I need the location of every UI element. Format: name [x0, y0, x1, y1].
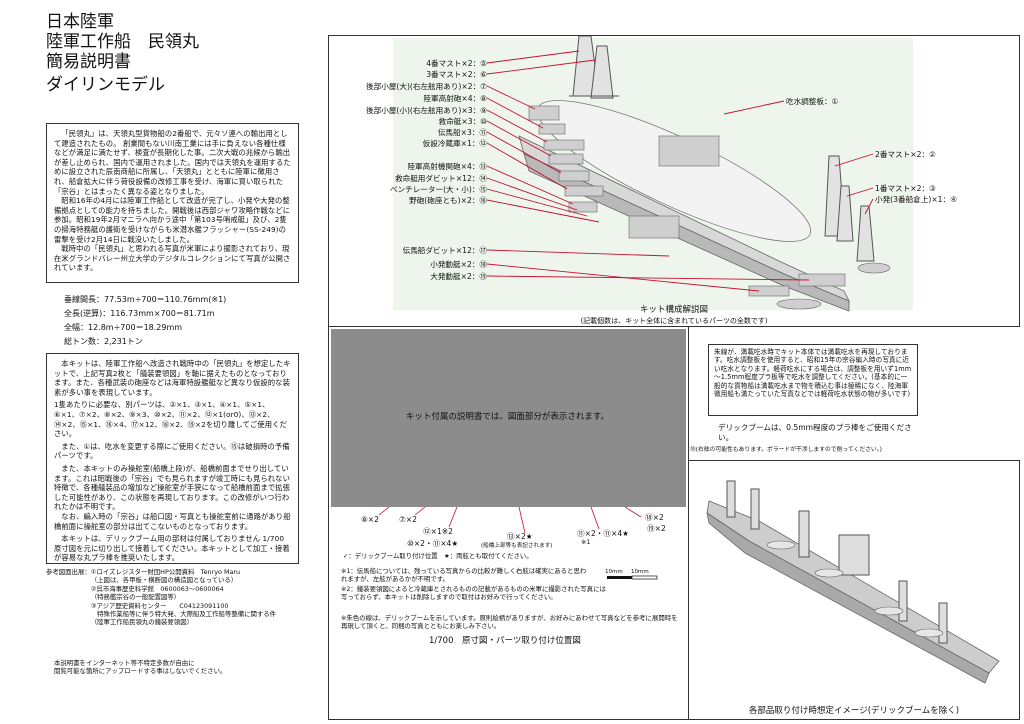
callout-label-left-5: 後部小屋(小)(右左舷用あり)×3：⑨	[366, 106, 487, 115]
placement-label-5: ⑬×2★	[507, 532, 533, 541]
title-line-4: ダイリンモデル	[46, 75, 165, 95]
placement-legend: ✓：デリックブーム取り付け位置 ★：両舷とも取付てください。	[343, 552, 533, 560]
disclaimer-line-1: 本説明書をインターネット等不特定多数が自由に	[54, 659, 195, 667]
callout-label-left-15: 大発動艇×2：⑲	[430, 272, 487, 281]
placement-label-9: ⑲×2	[647, 524, 666, 533]
callout-label-right-3: 1番マスト×2：③	[875, 184, 936, 193]
callout-label-left-12: 野砲(砲座とも)×2：⑯	[409, 196, 487, 205]
draft-note-box: 朱線が、満載吃水時でキット本体では満載吃水を再現しております。吃水調整板を使用す…	[708, 344, 918, 416]
history-paragraph-1: 「民領丸」は、天領丸型貨物船の2番船で、元々ソ連への輸出用として建造されたもの。…	[54, 129, 291, 196]
title-line-2: 陸軍工作船 民領丸	[46, 32, 199, 52]
placement-label-6: (船橋上部等も表記されます)	[481, 543, 553, 549]
masts-left-cluster	[569, 36, 619, 99]
ship-3d-render	[706, 480, 1000, 684]
callout-label-left-14: 小発動艇×2：⑱	[430, 260, 487, 269]
kit-notes-box: 本キットは、陸軍工作船へ改造され戦時中の「民領丸」を想定したキットで、上記写真2…	[46, 353, 299, 564]
reference-3: ③アジア歴史資料センター C04123091100	[90, 601, 229, 610]
callout-label-left-4: 陸軍高射砲×4：⑧	[423, 94, 487, 103]
placement-label-3: ⑫×1※2	[423, 527, 453, 536]
small-parts-left	[528, 105, 846, 297]
callout-label-left-2: 3番マスト×2：⑥	[426, 70, 487, 79]
placement-note-2: ※2：艤装要領図によると冷蔵庫とされるものの記載があるものの米軍に撮影された写真…	[341, 585, 606, 602]
callout-label-left-6: 救命艇×3：⑩	[438, 117, 487, 126]
history-box: 「民領丸」は、天領丸型貨物船の2番船で、元々ソ連への輸出用として建造されたもの。…	[46, 123, 299, 283]
callout-label-right-1: 吃水調整板：①	[786, 97, 839, 106]
title-line-3: 簡易説明書	[46, 52, 131, 72]
kit-notes-paragraph-3: また、①は、吃水を変更する際にご使用ください。⑮は破損時の予備パーツです。	[54, 441, 290, 461]
kit-notes-paragraph-1: 本キットは、陸軍工作船へ改造され戦時中の「民領丸」を想定したキットで、上記写真2…	[54, 359, 291, 397]
references: 参考図面出展： ①ロイズレジスター財団HP公開資料 Tenryo Maru （上…	[46, 568, 326, 627]
callout-label-left-3: 後部小屋(大)(右左舷用あり)×2：⑦	[366, 82, 487, 91]
callout-label-left-8: 仮設冷蔵庫×1：⑫	[422, 139, 487, 148]
history-paragraph-3: 戦時中の「民領丸」と思われる写真が米軍により撮影されており、現在米グランドバレー…	[54, 244, 291, 273]
note-16: ⑯(右舷の可能性もあります。ボラードが干渉しますので削ってください。)	[690, 447, 882, 453]
callout-label-right-4: 小発(3番船倉上)×1：④	[875, 195, 957, 204]
placement-caption: 1/700 原寸図・パーツ取り付け位置図	[429, 636, 581, 646]
placement-label-10: ※1	[581, 538, 591, 546]
hidden-drawing-notice: キット付属の説明書では、図面部分が表示されます。	[405, 412, 610, 422]
callout-label-left-9: 陸軍高射機関砲×4：⑬	[407, 162, 487, 171]
reference-2-note: （特務艦宗谷の一般配置図等）	[90, 593, 181, 602]
reference-1-note: （上図は、各甲板・横断図の構造図となっている）	[90, 576, 238, 585]
placement-note-1: ※1：伝馬船については、残っている写真からの比較が難しく右舷は確実にあると思われ…	[341, 567, 587, 584]
callout-label-left-11: ベンチレーター(大・小)：⑮	[389, 185, 487, 194]
ship-parts-illustration	[393, 36, 913, 312]
spec-tonnage: 総トン数：2,231トン	[64, 337, 143, 346]
derrick-note: デリックブームは、0.5mm程度のプラ棒をご使用ください。	[718, 423, 912, 442]
parts-diagram-panel: 4番マスト×2：⑤ 3番マスト×2：⑥ 後部小屋(大)(右左舷用あり)×2：⑦ …	[328, 35, 1020, 327]
masts-right-cluster	[824, 155, 875, 262]
placement-note-3: ※朱色の線は、デリックブームを示しています。原則絵柄がありますが、お好みにあわせ…	[341, 614, 678, 631]
callout-label-left-7: 伝馬船×3：⑪	[437, 128, 487, 137]
hidden-drawing-area	[331, 329, 686, 507]
parts-diagram-subcaption: (記載個数は、キット全体に含まれているパーツの全数です)	[580, 317, 768, 325]
placement-label-1: ⑧×2	[361, 515, 380, 524]
scale-bar	[607, 575, 658, 580]
scale-label-a: 10mm	[605, 569, 623, 575]
callout-label-left-1: 4番マスト×2：⑤	[426, 59, 487, 68]
disclaimer-line-2: 閲覧可能な箇所にアップロードする事はしないでください。	[54, 667, 227, 676]
callout-label-left-13: 伝馬船ダビット×12：⑰	[402, 246, 487, 255]
placement-label-8: ⑱×2	[645, 513, 664, 522]
kit-notes-paragraph-5: なお、編入時の「宗谷」は船口図・写真とも操舵室前に通路があり船橋前面に操舵室の部…	[54, 511, 291, 531]
spec-overall-length: 全長(逆算)：116.73mm×700＝81.71m	[64, 309, 215, 318]
parts-diagram-caption: キット構成解説図	[639, 305, 708, 315]
placement-label-4: ⑩×2・⑪×4★	[407, 539, 459, 548]
kit-notes-paragraph-4: また、本キットのみ操舵室(船橋上段)が、船橋前面までせり出しています。これは昭戦…	[54, 463, 291, 512]
history-paragraph-2: 昭和16年の4月には陸軍工作船として改造が完了し、小発や大発の整備拠点としての能…	[54, 196, 291, 244]
kit-notes-paragraph-6: 本キットは、デリックブーム用の部材は付属しておりません 1/700原寸図を元に切…	[54, 534, 290, 563]
title-line-1: 日本陸軍	[46, 12, 114, 32]
callout-lines	[486, 50, 874, 292]
boats-right	[776, 262, 891, 310]
spec-length: 垂線間長：77.53m÷700＝110.76mm(※1)	[64, 295, 227, 304]
reference-3-note-2: （陸軍工作船民領丸の艤装要領図）	[90, 618, 193, 627]
image-panel-caption: 各部品取り付け時想定イメージ(デリックブームを除く)	[748, 706, 960, 716]
spec-beam: 全幅：12.8m÷700＝18.29mm	[64, 323, 183, 332]
draft-note-text: 朱線が、満載吃水時でキット本体では満載吃水を再現しております。吃水調整板を使用す…	[714, 348, 912, 399]
kit-notes-paragraph-2: 1隻あたりに必要な、別パーツは、②×1、③×1、④×1、⑤×1、⑥×1、⑦×2、…	[54, 400, 287, 439]
callout-label-right-2: 2番マスト×2：②	[875, 150, 936, 159]
scale-label-b: 10mm	[631, 569, 649, 575]
reference-1: ①ロイズレジスター財団HP公開資料 Tenryo Maru	[90, 568, 241, 576]
disclaimer: 本説明書をインターネット等不特定多数が自由に 閲覧可能な箇所にアップロードする事…	[54, 659, 226, 676]
reference-3-note: 特殊作業船等に伴う特大発、大際船及工作船等整備に関する件	[90, 610, 277, 619]
references-heading: 参考図面出展：	[46, 568, 91, 576]
placement-label-2: ⑦×2	[399, 515, 418, 524]
image-panel: 各部品取り付け時想定イメージ(デリックブームを除く)	[688, 460, 1020, 720]
callout-label-left-10: 救命艇用ダビット×12：⑭	[395, 174, 487, 183]
hull-side	[523, 153, 850, 312]
placement-callout-lines	[378, 506, 642, 534]
placement-label-7: ⑪×2・⑪×4★	[577, 529, 629, 538]
reference-2: ②呉市海事歴史科学館 0600063～0600064	[90, 584, 224, 593]
placement-panel: キット付属の説明書では、図面部分が表示されます。 ⑧×2 ⑦×2 ⑫×1※2 ⑩…	[328, 326, 689, 720]
